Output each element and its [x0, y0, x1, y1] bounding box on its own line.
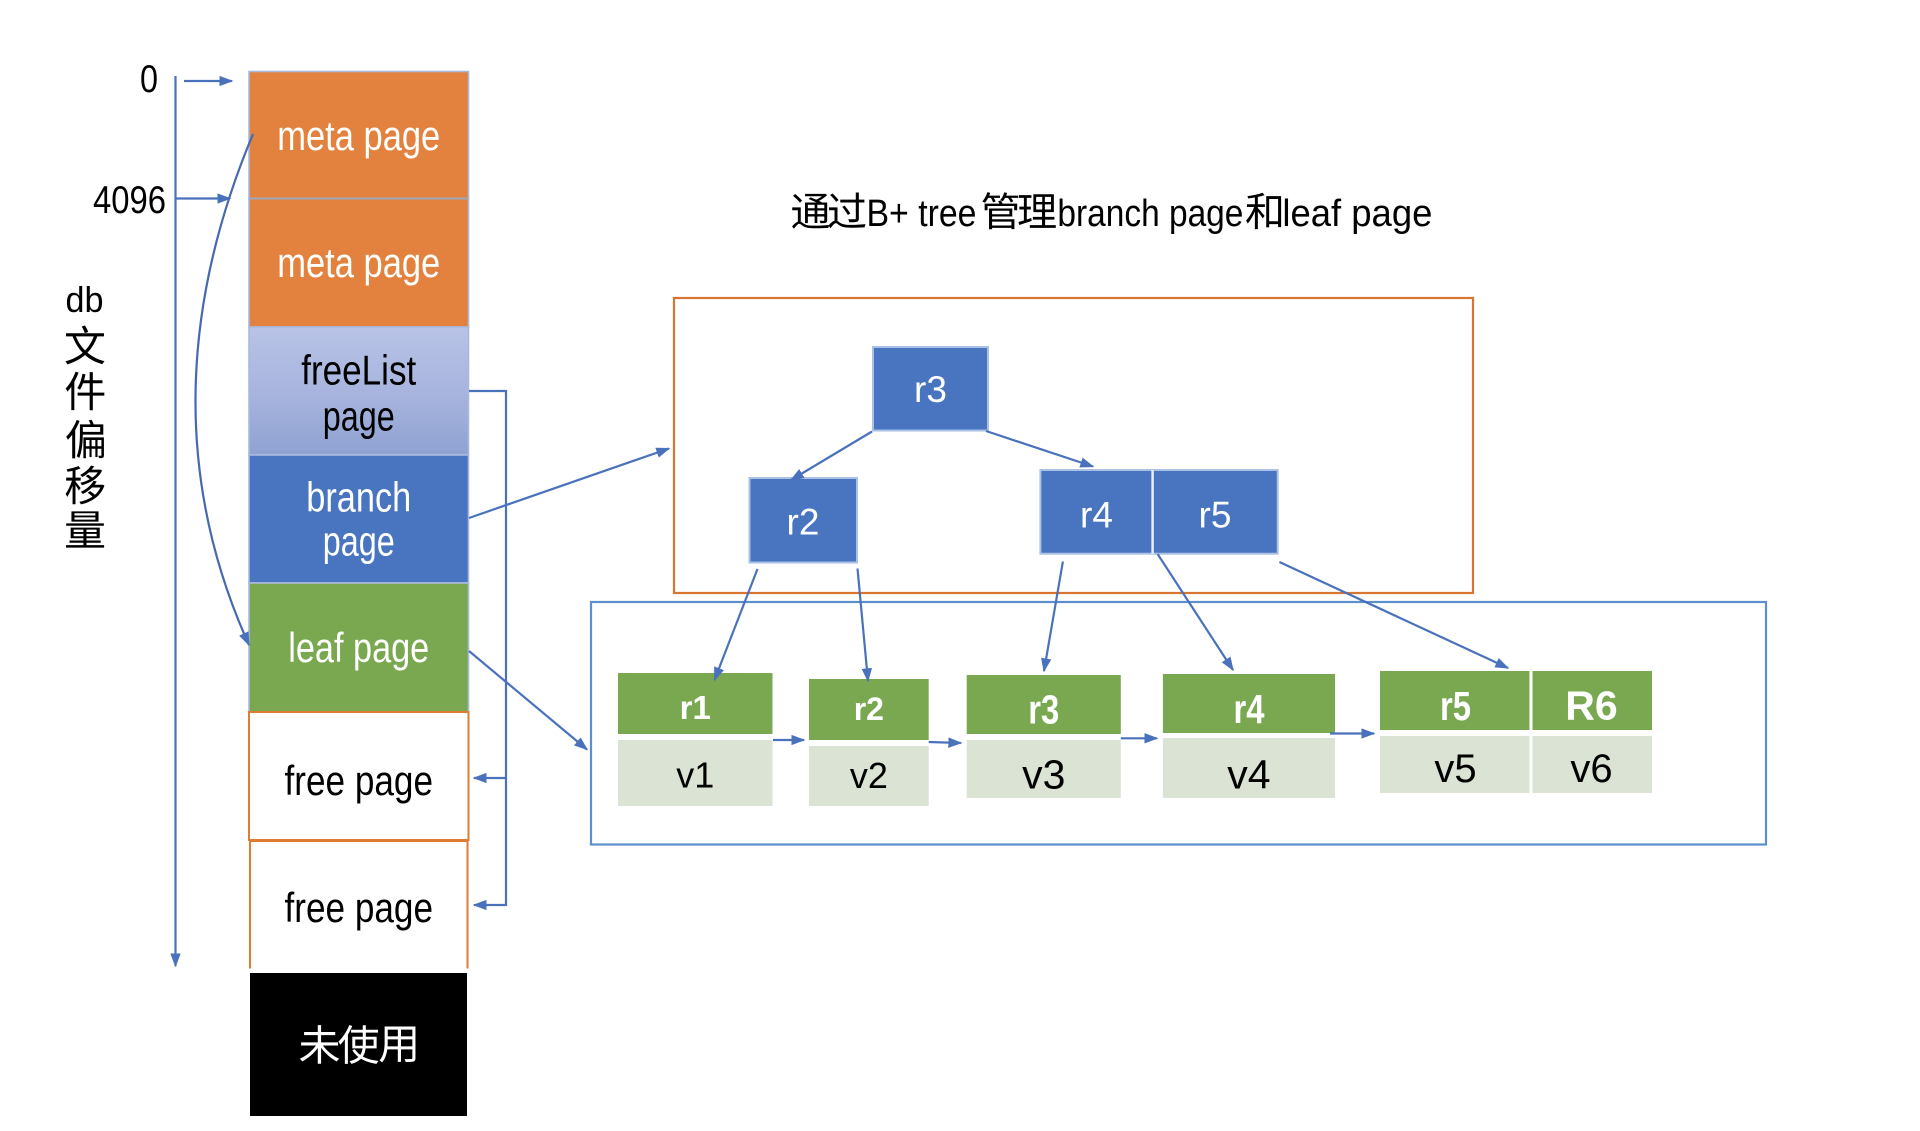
svg-text:freeList: freeList	[301, 347, 416, 394]
svg-text:0: 0	[140, 58, 158, 101]
svg-text:r4: r4	[1233, 686, 1264, 732]
svg-text:leaf page: leaf page	[288, 624, 429, 671]
svg-text:page: page	[323, 393, 395, 440]
svg-text:v1: v1	[676, 755, 714, 796]
svg-text:branch page: branch page	[1057, 193, 1243, 235]
svg-text:B+ tree: B+ tree	[867, 193, 977, 235]
svg-text:R6: R6	[1565, 683, 1617, 729]
svg-text:v2: v2	[850, 755, 888, 796]
svg-text:meta page: meta page	[277, 239, 440, 286]
svg-text:v4: v4	[1227, 751, 1270, 797]
svg-text:free page: free page	[285, 757, 434, 804]
svg-text:leaf page: leaf page	[1282, 193, 1432, 235]
svg-text:page: page	[323, 518, 395, 565]
svg-text:meta page: meta page	[277, 112, 440, 159]
svg-text:r2: r2	[854, 691, 884, 727]
svg-text:r4: r4	[1080, 495, 1113, 536]
svg-text:db: db	[66, 279, 104, 320]
svg-text:v3: v3	[1022, 751, 1065, 797]
svg-text:r1: r1	[680, 689, 711, 726]
svg-text:r5: r5	[1199, 495, 1232, 536]
svg-text:4096: 4096	[93, 179, 166, 222]
svg-text:v5: v5	[1434, 747, 1476, 791]
svg-text:v6: v6	[1570, 747, 1612, 791]
svg-text:branch: branch	[306, 474, 411, 521]
svg-text:r3: r3	[1028, 687, 1059, 733]
svg-text:r2: r2	[787, 502, 820, 543]
svg-text:free page: free page	[285, 884, 434, 931]
svg-text:r5: r5	[1440, 683, 1471, 729]
svg-text:r3: r3	[914, 369, 947, 410]
